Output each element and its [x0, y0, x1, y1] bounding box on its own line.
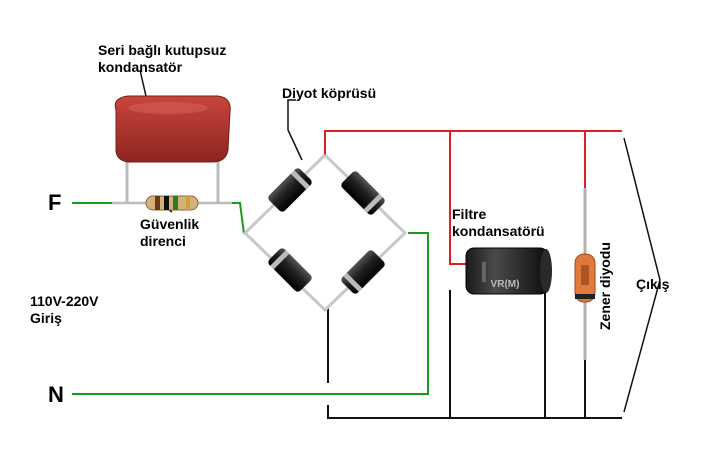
filter-capacitor: VR(M): [465, 247, 552, 295]
output-label: Çıkış: [636, 276, 670, 292]
output-bracket: [623, 137, 661, 413]
zener-label: Zener diyodu: [597, 242, 613, 330]
negative-wire: [327, 290, 622, 419]
series-capacitor: [114, 95, 231, 203]
bridge-frame: [242, 153, 408, 313]
capacitor-print: VR(M): [491, 279, 520, 290]
zener-diode: [574, 188, 596, 360]
positive-wire: [324, 130, 622, 265]
capacitor-label: Seri bağlı kutupsuz kondansatör: [98, 42, 227, 75]
terminal-f-label: F: [48, 190, 62, 215]
input-label: 110V-220V Giriş: [30, 293, 99, 326]
bridge-label: Diyot köprüsü: [282, 85, 377, 101]
phase-wire: [72, 202, 429, 395]
terminal-n-label: N: [48, 382, 64, 407]
safety-resistor: [112, 195, 232, 211]
filter-capacitor-label: Filtre kondansatörü: [452, 206, 545, 239]
resistor-label: Güvenlik direnci: [140, 216, 200, 249]
bridge-diodes: [268, 168, 385, 294]
